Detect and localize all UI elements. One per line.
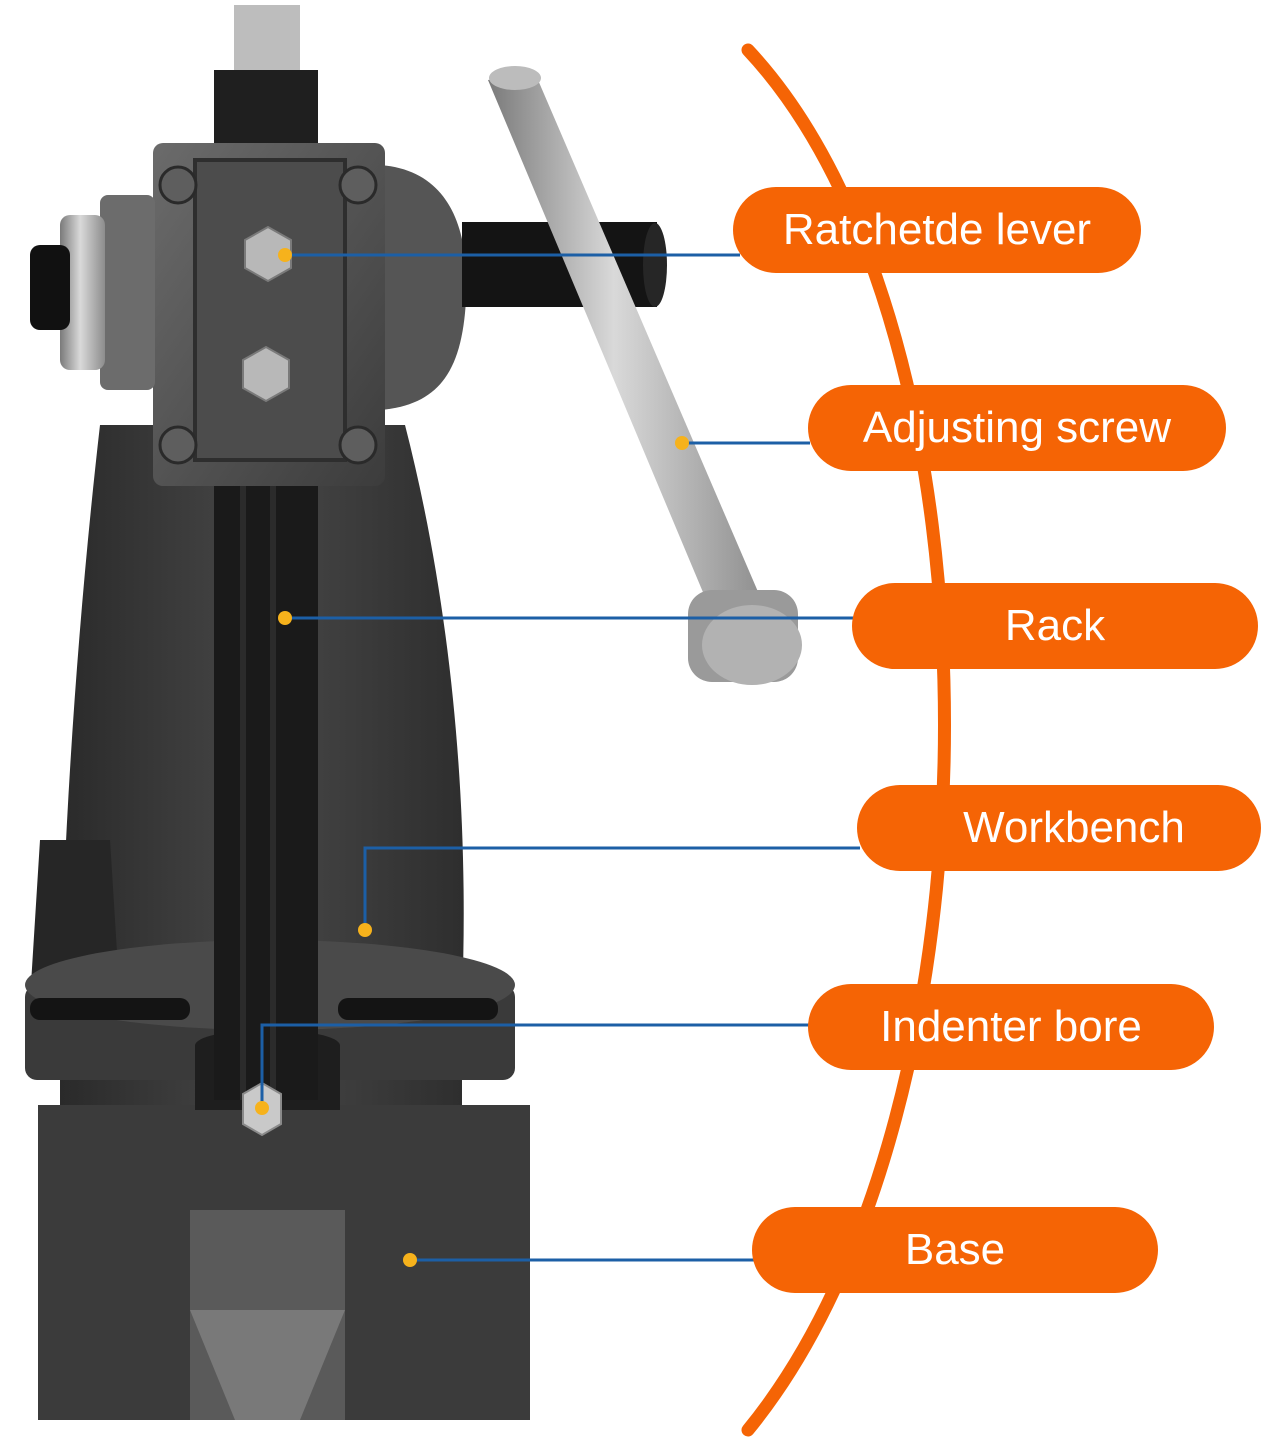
leader-lines [260, 253, 860, 1262]
arbor-press-picture [25, 5, 802, 1420]
anchor-dot-rack [278, 611, 292, 625]
callout-ratchet-lever: Ratchetde lever [733, 187, 1141, 273]
callout-workbench: Workbench [857, 785, 1261, 871]
leader-line-workbench [363, 846, 860, 930]
callout-rack: Rack [852, 583, 1258, 669]
anchor-dot-workbench [358, 923, 372, 937]
anchor-dot-adjusting-screw [675, 436, 689, 450]
anchor-dot-base [403, 1253, 417, 1267]
callout-base: Base [752, 1207, 1158, 1293]
anchor-dot-ratchet-lever [278, 248, 292, 262]
leader-line-indenter-bore [260, 1023, 810, 1108]
callout-adjusting-screw: Adjusting screw [808, 385, 1226, 471]
anchor-dots [255, 248, 689, 1267]
anchor-dot-indenter-bore [255, 1101, 269, 1115]
callout-indenter-bore: Indenter bore [808, 984, 1214, 1070]
